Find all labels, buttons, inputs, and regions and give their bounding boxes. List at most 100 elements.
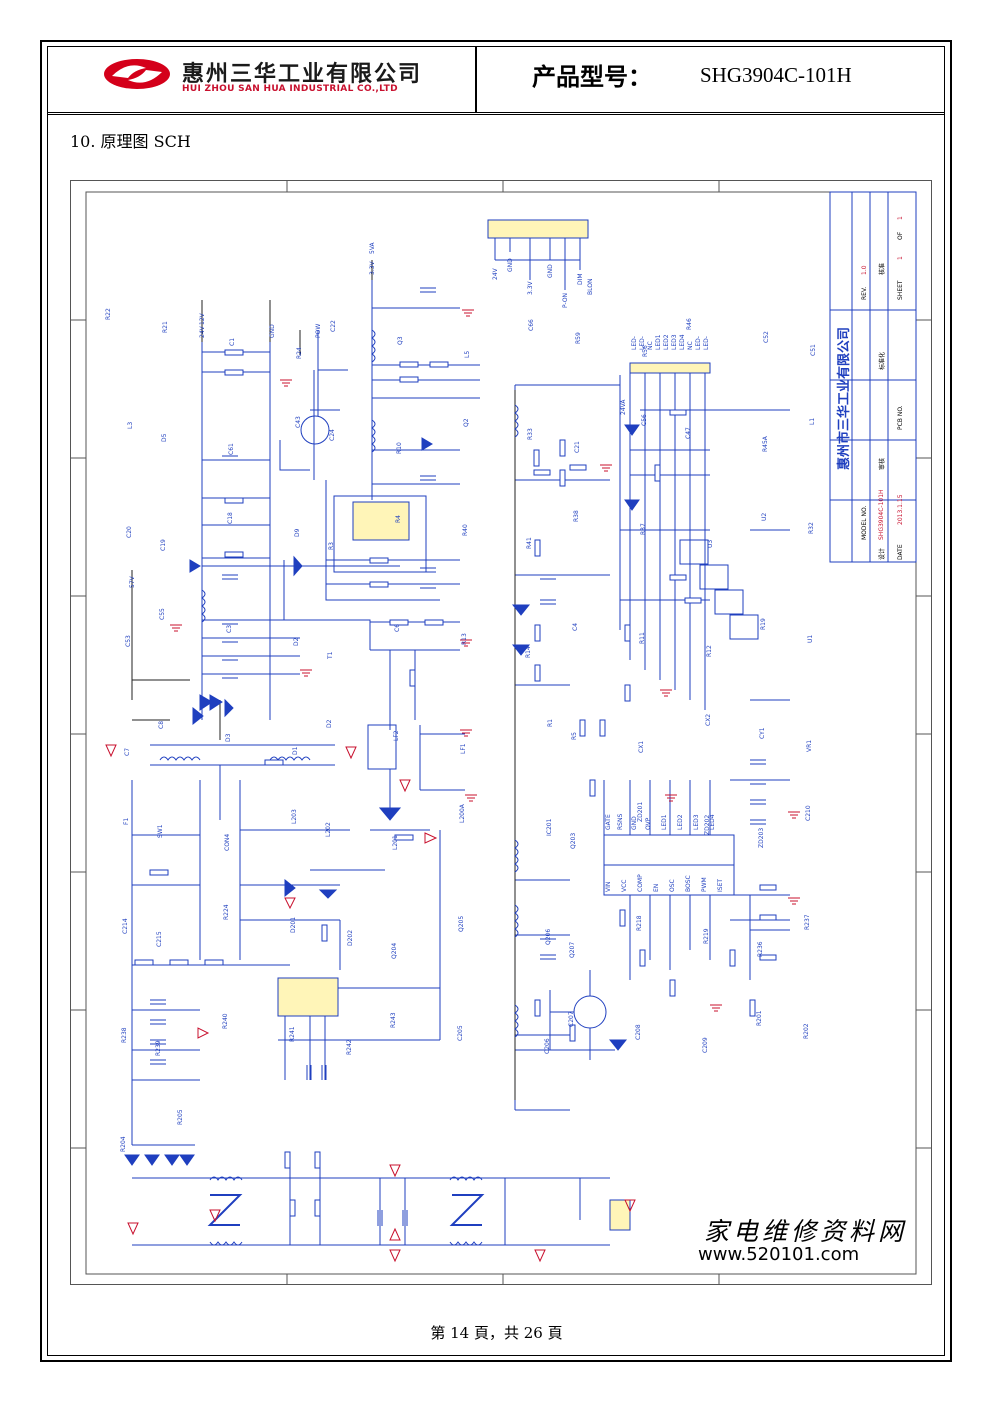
watermark-url: www.520101.com [698, 1244, 860, 1265]
cn201-pin-10: LED- [703, 336, 710, 350]
title-block-pcb-label: PCB NO. [897, 405, 904, 430]
part-label-r12: R12 [706, 645, 713, 657]
schematic-diagram: 24V GND 3.3V 5VA 12V 57V POW 24VA 24V GN… [70, 180, 932, 1285]
ic201-pin-vcc: VCC [621, 880, 628, 892]
ic201-pin-gate: GATE [605, 814, 612, 830]
part-label-r4: R4 [395, 515, 402, 523]
part-label-c1: C1 [229, 338, 236, 346]
part-label-cy1: CY1 [759, 727, 766, 739]
part-label-c66: C66 [528, 319, 535, 331]
part-label-l3: L3 [127, 422, 134, 429]
part-label-c3: C3 [226, 625, 233, 633]
part-label-r238: R238 [121, 1027, 128, 1043]
part-label-r5: R5 [571, 732, 578, 740]
part-label-r202: R202 [803, 1023, 810, 1039]
part-label-l1: L1 [809, 418, 816, 425]
part-label-c207: C207 [568, 1011, 575, 1027]
ic201-pin-en: EN [653, 884, 660, 892]
cn201-pin-8: NC [687, 341, 694, 350]
part-label-lf2: LF2 [393, 730, 400, 741]
part-label-c214: C214 [122, 918, 129, 934]
part-label-r241: R241 [289, 1026, 296, 1042]
part-label-c52: C52 [763, 331, 770, 343]
part-label-r38: R38 [573, 510, 580, 522]
ic201-pin-led4: LED4 [709, 814, 716, 830]
company-name-en: HUI ZHOU SAN HUA INDUSTRIAL CO.,LTD [182, 84, 398, 94]
part-label-l202: L202 [325, 822, 332, 837]
part-label-r237: R237 [804, 914, 811, 930]
part-label-q3: Q3 [397, 336, 404, 345]
part-label-c55: C55 [159, 608, 166, 620]
part-label-r59: R59 [575, 332, 582, 344]
title-block-of-label: OF [897, 231, 904, 240]
page-inner-frame [47, 46, 945, 1356]
part-label-zd201: ZD201 [637, 802, 644, 822]
part-label-c4: C4 [572, 623, 579, 631]
part-label-lf1: LF1 [460, 743, 467, 754]
part-label-d3: D3 [225, 733, 232, 742]
rail-label-57v: 57V [129, 575, 136, 588]
cn201-pin-4: LED1 [655, 334, 662, 350]
part-label-q205: Q205 [458, 916, 465, 932]
ic201-pin-led3: LED3 [693, 814, 700, 830]
part-label-r33: R33 [527, 428, 534, 440]
part-label-c6: C6 [394, 624, 401, 632]
rail-label-5va: 5VA [369, 241, 376, 254]
part-label-u2: U2 [761, 513, 768, 521]
section-title: 10. 原理图 SCH [70, 132, 191, 151]
ic201-pin-ovp: OVP [645, 817, 652, 830]
part-label-r13: R13 [461, 633, 468, 645]
part-label-r204: R204 [120, 1136, 127, 1152]
part-label-l201: L201 [392, 835, 399, 850]
part-label-c21: C21 [574, 441, 581, 453]
rail-label-gnd: GND [269, 324, 276, 338]
part-label-f1: F1 [123, 818, 130, 825]
part-label-r14: R14 [525, 646, 532, 658]
ic201-pin-osc: OSC [669, 879, 676, 892]
part-label-c19: C19 [160, 539, 167, 551]
part-label-r201: R201 [756, 1010, 763, 1026]
ic201-pin-rsns: RSNS [617, 814, 624, 830]
company-logo-icon [104, 59, 170, 89]
part-label-r1: R1 [547, 719, 554, 727]
title-block-design-label: 设计 [878, 548, 886, 560]
part-label-r37: R37 [640, 523, 647, 535]
part-label-d2: D2 [293, 637, 300, 646]
part-label-r242: R242 [346, 1039, 353, 1055]
part-label-r46: R46 [686, 318, 693, 330]
part-label-r19: R19 [760, 618, 767, 630]
part-label-c7: C7 [124, 748, 131, 756]
part-label-c47: C47 [685, 427, 692, 439]
part-label-r40: R40 [462, 524, 469, 536]
part-label-c20: C20 [126, 526, 133, 538]
part-designators: R22R21C1R24C22Q3L5C66R59R56R46C52C51L3D5… [105, 308, 817, 1152]
part-label-q204: Q204 [391, 943, 398, 959]
part-label-c61: C61 [228, 443, 235, 455]
part-label-d201: D201 [290, 917, 297, 933]
part-label-u3: U3 [707, 540, 714, 548]
model-value: SHG3904C-101H [700, 63, 852, 87]
part-label-l200a: L200A [459, 803, 466, 823]
part-label-r21: R21 [162, 321, 169, 333]
con3-pin-gnd1: GND [507, 258, 514, 272]
title-block-company: 惠州市三华工业有限公司 [836, 327, 852, 470]
cn201-pin-7: LED4 [679, 334, 686, 350]
part-label-sw1: SW1 [157, 824, 164, 838]
part-label-vr1: VR1 [806, 740, 813, 752]
part-label-cx2: CX2 [705, 714, 712, 726]
company-name-cn: 惠州三华工业有限公司 [182, 62, 423, 87]
cn201-pin-9: LED- [695, 336, 702, 350]
title-block-std-label: 标准化 [878, 352, 886, 370]
rail-label-24v: 24V [199, 325, 206, 338]
part-label-q207: Q207 [569, 942, 576, 958]
con3-pin-dim: DIM [577, 273, 584, 285]
part-label-zd202: ZD202 [704, 815, 711, 835]
con3-pin-3v3: 3.3V [527, 280, 534, 295]
part-label-r236: R236 [757, 941, 764, 957]
part-label-r3: R3 [328, 542, 335, 550]
part-label-r22: R22 [105, 308, 112, 320]
title-block-rev-label: REV. [861, 287, 868, 300]
rail-label-pow: POW [315, 324, 322, 338]
page-header [48, 47, 944, 115]
rail-label-24va: 24VA [620, 399, 627, 415]
